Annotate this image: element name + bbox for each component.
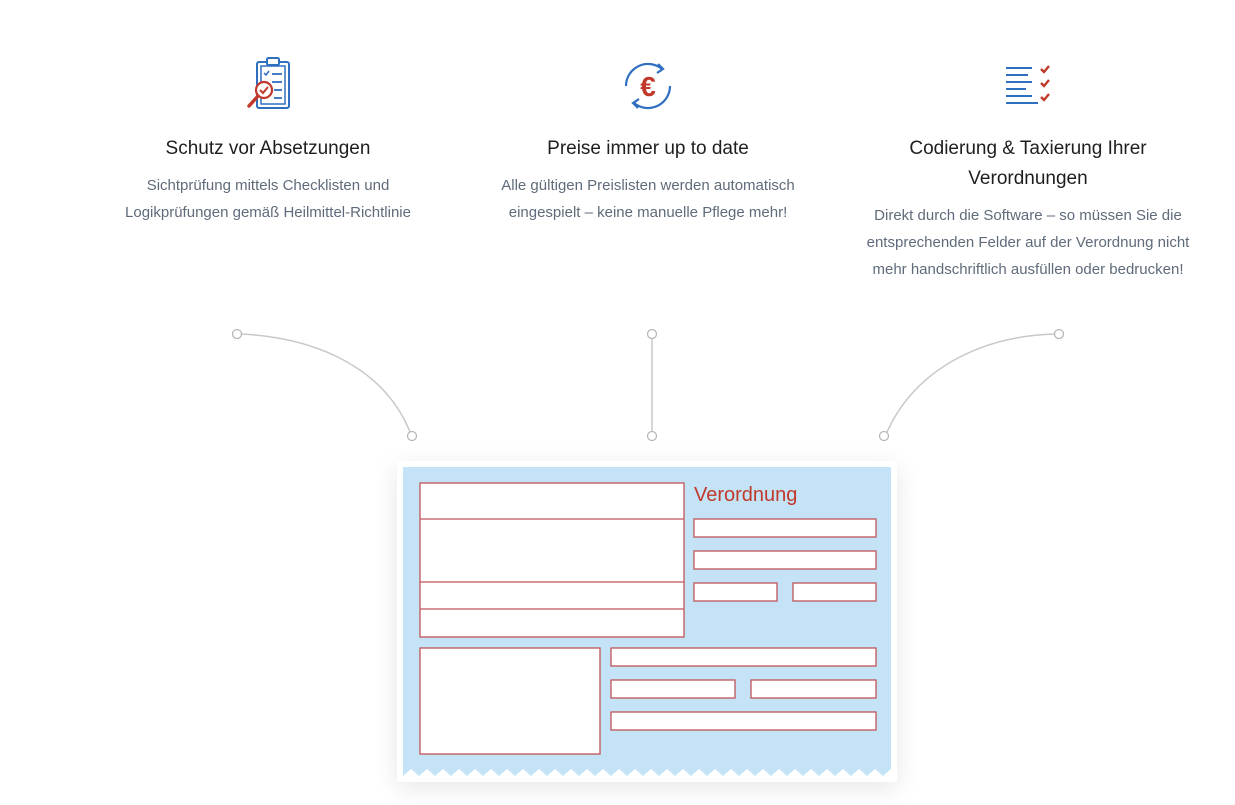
form-field	[610, 679, 736, 699]
feature-title: Preise immer up to date	[547, 138, 749, 159]
connector-dot	[646, 328, 658, 340]
form-drawing: Verordnung	[403, 467, 891, 776]
feature-title: Schutz vor Absetzungen	[165, 138, 371, 159]
feature-title: Codierung & Taxierung Ihrer Verordnungen	[909, 138, 1147, 189]
form-field	[693, 550, 877, 570]
feature-description: Direkt durch die Software – so müssen Si…	[866, 207, 1190, 278]
connector-dot	[646, 430, 658, 442]
feature-description: Alle gültigen Preislisten werden automat…	[501, 177, 795, 221]
checklist-icon	[1006, 65, 1050, 104]
connector-left	[240, 333, 411, 433]
connector-right	[886, 333, 1056, 433]
clipboard-magnifier-icon	[247, 57, 290, 109]
euro-refresh-icon: €	[624, 62, 672, 110]
connector-dot	[231, 328, 243, 340]
connector-dot	[878, 430, 890, 442]
form-field	[792, 582, 877, 602]
form-field-block	[419, 647, 601, 755]
form-field	[750, 679, 877, 699]
form-field	[693, 582, 778, 602]
form-field	[693, 518, 877, 538]
form-field-block	[419, 482, 685, 638]
feature-codierung: Codierung & Taxierung Ihrer Verordnungen…	[848, 56, 1208, 283]
form-field	[610, 647, 877, 667]
connector-dot	[406, 430, 418, 442]
form-title: Verordnung	[694, 484, 797, 506]
connector-dot	[1053, 328, 1065, 340]
feature-description: Sichtprüfung mittels Checklisten und Log…	[125, 177, 411, 221]
feature-absetzungen: Schutz vor Absetzungen Sichtprüfung mitt…	[98, 56, 438, 226]
svg-text:€: €	[640, 71, 656, 102]
verordnung-form-illustration: Verordnung	[397, 461, 897, 782]
feature-preise: € Preise immer up to date Alle gültigen …	[478, 56, 818, 226]
form-field	[610, 711, 877, 731]
